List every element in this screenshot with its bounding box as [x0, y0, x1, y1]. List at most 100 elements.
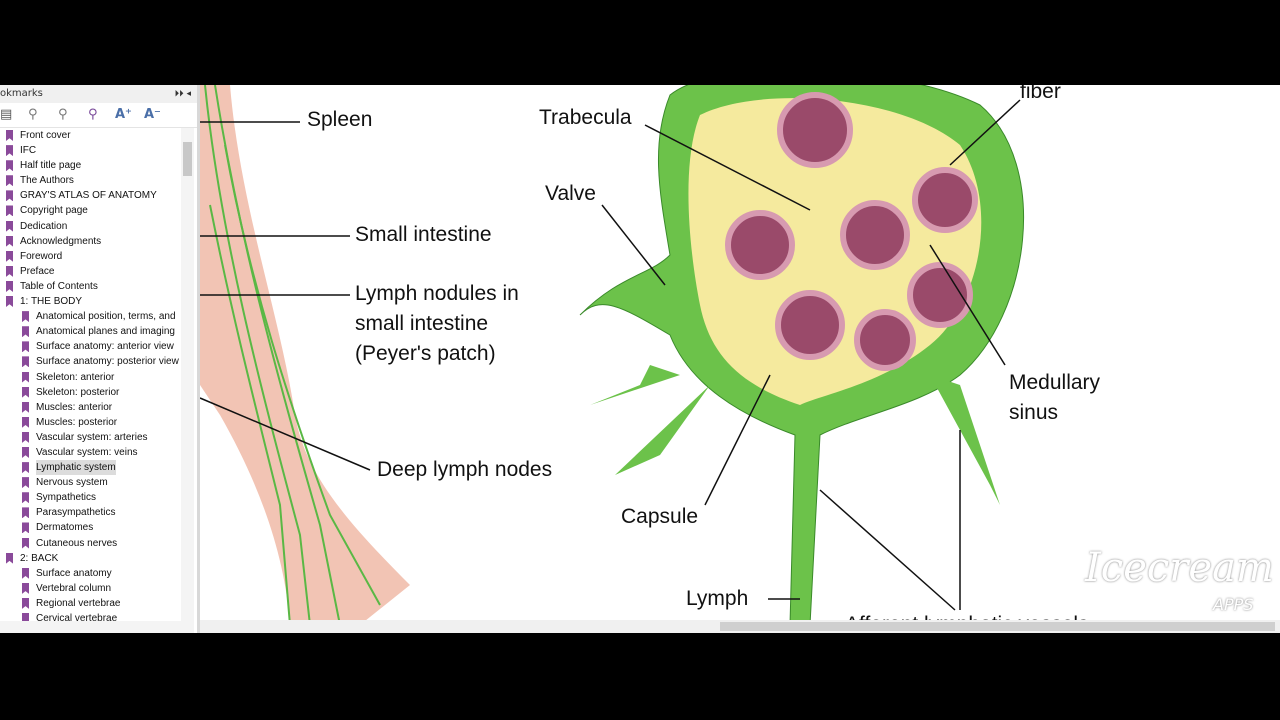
bookmark-item[interactable]: Regional vertebrae: [0, 596, 181, 611]
bookmark-item[interactable]: Foreword: [0, 249, 181, 264]
horizontal-scrollbar[interactable]: [0, 621, 194, 633]
bookmark-item[interactable]: Surface anatomy: anterior view: [0, 339, 181, 354]
lymph-node-illustration: [579, 85, 1025, 626]
bookmark-label: Cervical vertebrae: [36, 613, 118, 621]
bookmark-icon: [22, 597, 29, 609]
list-view-icon[interactable]: ▤: [0, 107, 13, 122]
bookmark-item[interactable]: Anatomical planes and imaging: [0, 324, 181, 339]
bookmark-icon: [6, 130, 13, 141]
bookmark-icon: [22, 537, 29, 549]
bookmark-item[interactable]: 2: BACK: [0, 551, 181, 566]
bookmark-label: Copyright page: [20, 205, 88, 217]
bookmark-label: Skeleton: anterior: [36, 371, 115, 383]
bookmark-item[interactable]: Half title page: [0, 158, 181, 173]
label-medullary-2: sinus: [1009, 401, 1059, 424]
label-fiber: fiber: [1020, 85, 1061, 103]
bookmark-item[interactable]: Muscles: anterior: [0, 400, 181, 415]
bookmark-item[interactable]: 1: THE BODY: [0, 294, 181, 309]
bookmark-icon: [6, 205, 13, 217]
bookmark-icon: [22, 462, 29, 474]
watermark-sub: APPS: [1213, 595, 1254, 614]
label-deep-lymph-nodes: Deep lymph nodes: [377, 458, 553, 481]
bookmark-icon: [6, 265, 13, 277]
bookmark-item[interactable]: Parasympathetics: [0, 505, 181, 520]
bookmark-item[interactable]: Cutaneous nerves: [0, 536, 181, 551]
bookmark-item[interactable]: Skeleton: posterior: [0, 385, 181, 400]
label-spleen: Spleen: [307, 108, 373, 131]
bookmark-item[interactable]: IFC: [0, 143, 181, 158]
lymphatic-illustration: [200, 85, 1025, 626]
bookmark-label: Sympathetics: [36, 492, 97, 504]
bookmark-remove-icon[interactable]: ⚲: [58, 107, 68, 122]
bookmark-item[interactable]: The Authors: [0, 173, 181, 188]
bookmark-item[interactable]: Sympathetics: [0, 490, 181, 505]
bookmark-label: Cutaneous nerves: [36, 537, 118, 549]
bookmark-item[interactable]: Vascular system: veins: [0, 445, 181, 460]
bookmark-item[interactable]: Acknowledgments: [0, 234, 181, 249]
bookmark-icon: [22, 356, 29, 368]
bookmark-item[interactable]: Vascular system: arteries: [0, 430, 181, 445]
label-lymph: Lymph: [686, 587, 749, 610]
bookmark-item[interactable]: Vertebral column: [0, 581, 181, 596]
bookmark-label: Skeleton: posterior: [36, 386, 120, 398]
bookmark-icon: [22, 326, 29, 338]
label-afferent: Afferent lymphatic vessels: [845, 610, 1089, 622]
bookmark-icon: [22, 341, 29, 353]
bookmark-item[interactable]: Muscles: posterior: [0, 415, 181, 430]
bookmark-label: Vascular system: veins: [36, 446, 138, 458]
label-medullary: Medullary: [1009, 371, 1101, 394]
bookmark-item[interactable]: Nervous system: [0, 475, 181, 490]
bookmark-item[interactable]: Cervical vertebrae: [0, 611, 181, 621]
bookmark-item[interactable]: Table of Contents: [0, 279, 181, 294]
bookmark-icon: [6, 552, 13, 564]
bookmark-label: Surface anatomy: [36, 567, 112, 579]
bookmark-icon: [22, 371, 29, 383]
bookmark-item[interactable]: Skeleton: anterior: [0, 370, 181, 385]
vertical-scrollbar[interactable]: [181, 128, 194, 621]
bookmark-label: Preface: [20, 265, 55, 277]
bookmark-label: Muscles: posterior: [36, 416, 118, 428]
lymph-vessels: [204, 85, 381, 626]
bookmark-icon: [6, 280, 13, 292]
panel-header: okmarks ⏵⏵ ◂: [0, 85, 197, 103]
bookmark-label: 2: BACK: [20, 552, 59, 564]
bookmark-find-icon[interactable]: ⚲: [88, 107, 98, 122]
bookmark-label: Front cover: [20, 130, 71, 141]
watermark-logo: Icecream: [1085, 545, 1274, 591]
bookmark-item[interactable]: Front cover: [0, 128, 181, 143]
bookmark-item[interactable]: Anatomical position, terms, and: [0, 309, 181, 324]
label-capsule: Capsule: [621, 505, 699, 528]
bookmark-icon: [22, 416, 29, 428]
bookmark-item[interactable]: Lymphatic system: [0, 460, 181, 476]
panel-controls[interactable]: ⏵⏵ ◂: [174, 89, 191, 99]
font-decrease-icon[interactable]: A⁻: [144, 107, 161, 122]
arm-illustration: [200, 85, 410, 625]
page-horizontal-scrollbar[interactable]: [200, 620, 1280, 633]
bookmark-item[interactable]: Dedication: [0, 219, 181, 234]
bookmark-item[interactable]: GRAY'S ATLAS OF ANATOMY: [0, 188, 181, 203]
bookmark-item[interactable]: Dermatomes: [0, 520, 181, 535]
font-increase-icon[interactable]: A⁺: [115, 107, 132, 122]
bookmark-icon: [22, 492, 29, 504]
panel-title: okmarks: [0, 88, 43, 99]
bookmark-item[interactable]: Copyright page: [0, 203, 181, 218]
label-trabecula: Trabecula: [539, 106, 632, 129]
bookmark-add-icon[interactable]: ⚲: [28, 107, 38, 122]
label-valve: Valve: [545, 182, 596, 205]
bookmark-icon: [22, 386, 29, 398]
bookmark-label: Dermatomes: [36, 522, 94, 534]
bookmark-item[interactable]: Surface anatomy: [0, 566, 181, 581]
bookmark-label: IFC: [20, 145, 37, 157]
bookmark-item[interactable]: Surface anatomy: posterior view: [0, 354, 181, 369]
bookmark-label: Regional vertebrae: [36, 597, 121, 609]
bookmark-label: Half title page: [20, 160, 82, 172]
bookmark-item[interactable]: Preface: [0, 264, 181, 279]
bookmark-label: Nervous system: [36, 477, 108, 489]
bookmark-label: Foreword: [20, 250, 63, 262]
label-nodules: Lymph nodules in: [355, 282, 519, 305]
bookmark-label: Vascular system: arteries: [36, 431, 148, 443]
bookmark-icon: [22, 507, 29, 519]
